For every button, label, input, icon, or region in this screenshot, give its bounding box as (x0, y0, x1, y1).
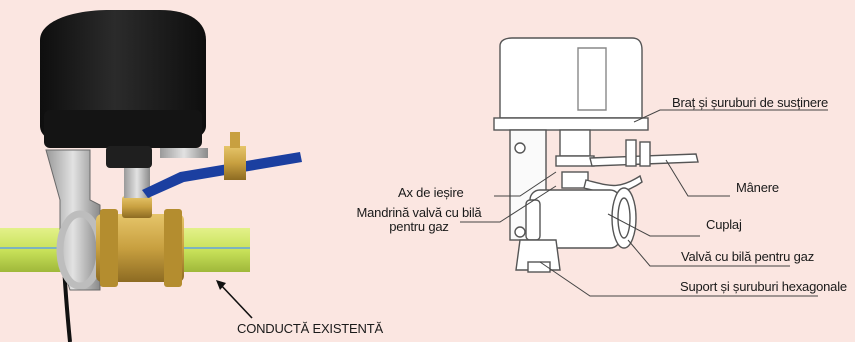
leader-coupling (607, 213, 700, 237)
label-existing-pipe: CONDUCTĂ EXISTENTĂ (237, 321, 383, 336)
label-support-hex-screws: Suport și șuruburi hexagonale (680, 279, 847, 294)
label-bracket-screws: Braț și șuruburi de susținere (672, 95, 829, 110)
leader-gas-ball-valve (627, 239, 790, 267)
label-output-shaft: Ax de ieșire (398, 185, 464, 200)
label-valve-mandrel-line1: Mandrină valvă cu bilă (356, 205, 482, 220)
leader-valve-mandrel (460, 185, 557, 223)
drawing-actuator (499, 37, 643, 119)
label-valve-mandrel: Mandrină valvă cu bilă pentru gaz (354, 206, 484, 234)
blue-lever (142, 152, 302, 198)
product-photo (0, 10, 302, 342)
leader-bracket-screws (633, 109, 828, 123)
leader-handles (665, 159, 730, 197)
drawing-output-shaft (559, 129, 591, 157)
label-valve-mandrel-line2: pentru gaz (389, 219, 449, 234)
label-coupling: Cuplaj (706, 217, 742, 232)
actuator-base (44, 110, 202, 148)
leader-lines (460, 109, 828, 297)
line-drawing (493, 37, 699, 273)
label-handles: Mânere (736, 180, 779, 195)
leader-support-screws (539, 261, 818, 297)
drawing-coupling (611, 187, 637, 249)
existing-pipe-arrow (216, 280, 253, 319)
small-brass-fitting (224, 146, 246, 180)
leader-output-shaft (494, 171, 557, 197)
label-gas-ball-valve: Valvă cu bilă pentru gaz (681, 249, 814, 264)
drawing-actuator-base (493, 117, 649, 131)
